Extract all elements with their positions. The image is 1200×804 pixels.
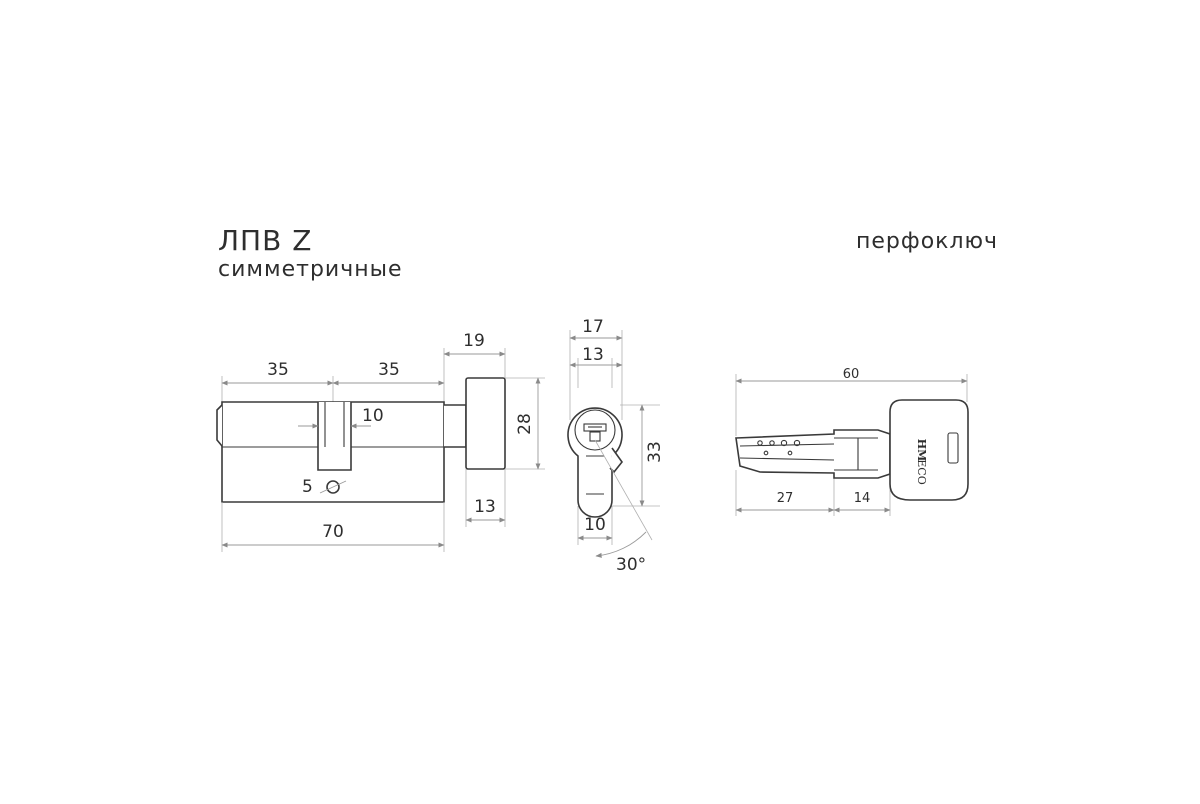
dim-profile-inner: 13	[582, 345, 604, 365]
dim-key-shoulder: 14	[854, 491, 871, 506]
key-type-label: перфоключ	[856, 229, 998, 254]
keyway-lower	[589, 431, 601, 442]
left-chamfer	[216, 404, 223, 447]
product-subtitle: симметричные	[218, 257, 403, 282]
thumb-knob	[465, 377, 506, 470]
dim-knob-neck: 13	[474, 497, 496, 517]
dim-right-half: 35	[378, 360, 400, 380]
perforated-key: HM ECO 60 27 14	[735, 367, 969, 516]
cylinder-profile-view: 17 13 33 10 30°	[567, 317, 665, 575]
dim-knob-diameter: 28	[515, 413, 535, 435]
dim-key-blade: 27	[777, 491, 794, 506]
plug-circle	[574, 409, 616, 451]
dim-knob-length: 19	[463, 331, 485, 351]
cylinder-side-view: 35 35 19 10 5 70 28 13	[216, 331, 545, 552]
key-blade	[735, 429, 891, 479]
dim-screw-hole: 5	[302, 477, 313, 497]
dim-cam-angle: 30°	[616, 555, 646, 575]
profile-outline	[567, 407, 623, 518]
dim-total-length: 70	[322, 522, 344, 542]
dim-key-length: 60	[843, 367, 860, 382]
keyway-slot	[583, 423, 607, 432]
dim-profile-height: 33	[645, 441, 665, 463]
key-head	[889, 399, 969, 501]
dim-left-half: 35	[267, 360, 289, 380]
dim-profile-bottom: 10	[584, 515, 606, 535]
dim-cam-width: 10	[362, 406, 384, 426]
knob-neck	[444, 404, 467, 448]
cam-slot	[317, 402, 352, 471]
dim-profile-width: 17	[582, 317, 604, 337]
key-hole	[947, 432, 959, 464]
key-brand: HM	[915, 439, 928, 462]
key-series: ECO	[915, 459, 928, 484]
product-title: ЛПВ Z	[218, 224, 312, 257]
